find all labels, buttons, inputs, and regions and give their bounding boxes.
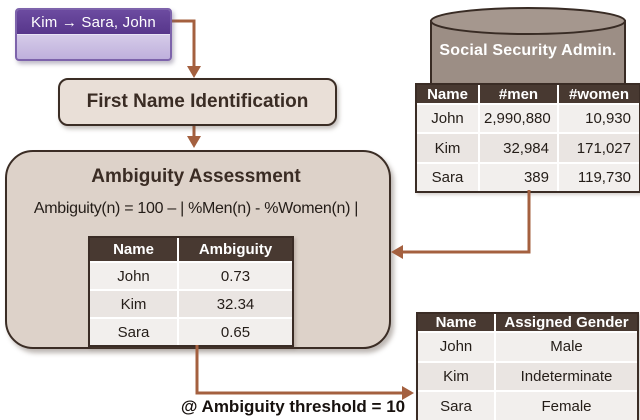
ambiguity-formula: Ambiguity(n) = 100 – | %Men(n) - %Women(… <box>33 200 359 217</box>
women-count-cell: 10,930 <box>558 104 639 135</box>
arrowhead-input-to-process <box>187 66 201 78</box>
ambiguity-table: Name Ambiguity John 0.73 Kim 32.34 Sara … <box>88 236 294 347</box>
assigned-gender-table: Name Assigned Gender John Male Kim Indet… <box>416 312 639 420</box>
table-row: Kim Indeterminate <box>418 361 637 393</box>
column-header: #men <box>479 85 559 105</box>
table-row: John 0.73 <box>90 262 292 291</box>
table-row: Kim 32.34 <box>90 290 292 319</box>
first-name-identification-box: First Name Identification <box>58 78 337 126</box>
name-cell: John <box>90 262 179 291</box>
ambiguity-cell: 0.73 <box>178 262 292 291</box>
table-row: John 2,990,880 10,930 <box>417 104 639 135</box>
arrow-assessment-to-output <box>195 345 403 395</box>
name-cell: Sara <box>90 318 179 345</box>
ambiguity-cell: 32.34 <box>178 290 292 319</box>
column-header: Name <box>90 238 179 263</box>
table-row: John Male <box>418 332 637 363</box>
name-cell: Sara <box>417 162 480 191</box>
gender-cell: Indeterminate <box>495 361 637 393</box>
column-header: Assigned Gender <box>495 314 637 333</box>
arrowhead-ssa-to-assessment <box>391 245 403 259</box>
name-cell: Sara <box>418 391 496 420</box>
men-count-cell: 2,990,880 <box>479 104 559 135</box>
input-names-text: Kim → Sara, John <box>17 10 170 35</box>
ssa-counts-table: Name #men #women John 2,990,880 10,930 K… <box>415 83 640 193</box>
column-header: #women <box>558 85 639 105</box>
ambiguity-cell: 0.65 <box>178 318 292 345</box>
arrow-ssa-to-assessment <box>403 190 531 254</box>
name-cell: Kim <box>90 290 179 319</box>
ambiguity-table-header-row: Name Ambiguity <box>90 238 292 263</box>
gender-cell: Female <box>495 391 637 420</box>
men-count-cell: 389 <box>479 162 559 191</box>
name-cell: John <box>417 104 480 135</box>
input-names-callout: Kim → Sara, John <box>15 8 172 61</box>
table-row: Sara Female <box>418 391 637 420</box>
name-cell: Kim <box>417 133 480 164</box>
women-count-cell: 171,027 <box>558 133 639 164</box>
women-count-cell: 119,730 <box>558 162 639 191</box>
men-count-cell: 32,984 <box>479 133 559 164</box>
ambiguity-assessment-title: Ambiguity Assessment <box>91 166 301 187</box>
name-cell: John <box>418 332 496 363</box>
output-table-header-row: Name Assigned Gender <box>418 314 637 333</box>
table-row: Sara 389 119,730 <box>417 162 639 191</box>
table-row: Kim 32,984 171,027 <box>417 133 639 164</box>
gender-cell: Male <box>495 332 637 363</box>
table-row: Sara 0.65 <box>90 318 292 345</box>
name-cell: Kim <box>418 361 496 393</box>
column-header: Ambiguity <box>178 238 292 263</box>
column-header: Name <box>418 314 496 333</box>
column-header: Name <box>417 85 480 105</box>
database-cylinder-icon <box>430 7 626 97</box>
arrowhead-process-to-assessment <box>187 136 201 148</box>
first-name-identification-label: First Name Identification <box>86 91 309 112</box>
ssa-table-header-row: Name #men #women <box>417 85 639 105</box>
database-title: Social Security Admin. <box>439 42 617 59</box>
ambiguity-threshold-caption: @ Ambiguity threshold = 10 <box>180 397 406 416</box>
